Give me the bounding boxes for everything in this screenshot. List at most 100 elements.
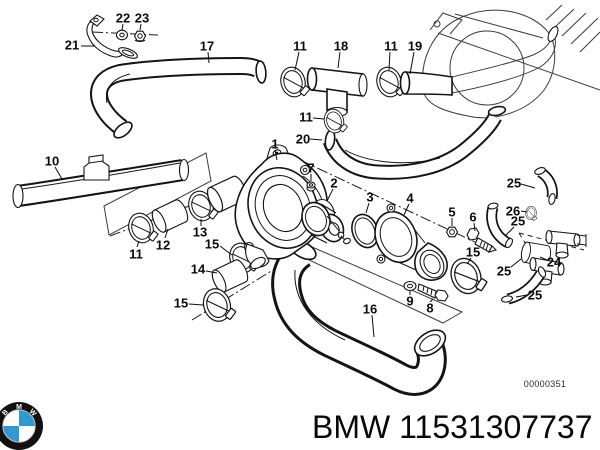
callout-leader-15	[466, 257, 472, 265]
part-callout-22: 22	[116, 11, 130, 26]
part-callout-11: 11	[293, 39, 307, 54]
callout-leader-6	[473, 222, 476, 232]
part-callout-13: 13	[193, 225, 207, 240]
callout-leader-19	[409, 51, 415, 75]
part-callout-11: 11	[384, 39, 398, 54]
nut-23	[133, 30, 147, 42]
hose-17	[89, 56, 267, 139]
part-callout-25: 25	[497, 264, 511, 279]
callout-leader-11	[312, 117, 325, 120]
part-callout-16: 16	[363, 302, 377, 317]
logo-quadrant-tr	[19, 410, 35, 426]
callout-leader-16	[371, 314, 375, 338]
part-callout-14: 14	[191, 262, 206, 277]
callout-leader-8	[429, 298, 434, 303]
housing-cover-4	[374, 203, 448, 281]
bolt-8	[417, 283, 449, 302]
logo-letter-m: M	[16, 404, 22, 411]
callout-leader-11	[294, 51, 300, 71]
hose-sleeve-12	[148, 197, 192, 235]
part-callout-7: 7	[307, 161, 314, 176]
part-callout-4: 4	[406, 191, 414, 206]
nut-7	[306, 181, 316, 192]
hose-16	[271, 239, 447, 396]
callout-leader-25	[520, 183, 536, 189]
hose-25-bottom	[501, 266, 547, 305]
part-callout-11: 11	[129, 247, 143, 262]
hose-20	[322, 105, 507, 180]
part-callout-15: 15	[174, 296, 188, 311]
callout-leader-3	[365, 202, 370, 214]
hose-clamp-11	[276, 63, 312, 102]
callout-leader-18	[337, 51, 341, 69]
part-callout-18: 18	[334, 39, 348, 54]
part-callout-19: 19	[408, 39, 422, 54]
part-number-title: BMW 11531307737	[312, 409, 592, 445]
callout-leader-25	[515, 294, 528, 298]
hose-25-top	[534, 167, 558, 205]
t-connector-24-upper	[545, 229, 587, 259]
callout-leader-2	[326, 188, 334, 202]
hose-25-mid	[486, 202, 514, 249]
callout-leader-15	[219, 245, 233, 256]
callout-leader-22	[121, 23, 124, 31]
pipe-19	[399, 71, 453, 96]
part-callout-24: 24	[547, 255, 562, 270]
nut-5	[445, 226, 459, 238]
callout-leader-4	[403, 203, 410, 216]
sensor-6	[466, 227, 498, 253]
logo-letter-b: B	[1, 409, 10, 418]
expansion-tank-sketch	[422, 4, 600, 119]
callout-leader-15	[188, 303, 204, 306]
callout-leader-25	[510, 258, 522, 268]
part-callout-15: 15	[205, 237, 219, 252]
part-callout-1: 1	[271, 137, 278, 152]
callout-leader-24	[539, 256, 548, 261]
washer-9	[403, 280, 417, 292]
part-callout-3: 3	[366, 190, 373, 205]
part-callout-17: 17	[200, 39, 214, 54]
part-callout-25: 25	[507, 176, 521, 191]
callout-leader-17	[207, 51, 210, 64]
hose-clamp-15	[198, 283, 239, 327]
logo-quadrant-br	[19, 426, 35, 442]
hose-clamp-15	[445, 252, 491, 301]
part-callout-6: 6	[469, 210, 476, 225]
water-pipe-10	[12, 154, 190, 209]
part-callout-20: 20	[296, 132, 310, 147]
part-callout-23: 23	[135, 11, 149, 26]
callout-leader-11	[136, 240, 140, 248]
thermostat-2	[301, 201, 351, 245]
part-callout-10: 10	[45, 154, 59, 169]
part-callout-15: 15	[466, 245, 480, 260]
diagram-code: 00000351	[524, 379, 566, 389]
part-callout-2: 2	[330, 176, 337, 191]
part-callout-8: 8	[426, 301, 433, 316]
part-callout-12: 12	[156, 238, 170, 253]
callout-leader-14	[205, 270, 218, 274]
logo-letter-w: W	[28, 408, 38, 418]
part-callout-9: 9	[406, 294, 413, 309]
washer-22	[115, 29, 129, 41]
callout-leader-10	[54, 166, 63, 180]
t-piece-18	[306, 67, 368, 118]
part-callout-11: 11	[299, 110, 313, 125]
hose-clip-26	[524, 205, 539, 222]
callout-leader-12	[164, 228, 169, 239]
callout-leader-11	[388, 51, 391, 71]
bracket-21	[86, 14, 138, 59]
part-callout-26: 26	[506, 204, 520, 219]
callout-leader-23	[139, 23, 142, 31]
callout-leader-25	[504, 226, 515, 237]
part-callout-25: 25	[511, 214, 525, 229]
logo-quadrant-bl	[3, 426, 19, 442]
logo-quadrant-tl	[3, 410, 19, 426]
callout-leader-20	[309, 138, 323, 141]
bmw-logo: B M W	[0, 402, 43, 450]
logo-inner-ring	[2, 409, 36, 443]
part-callout-25: 25	[528, 288, 542, 303]
part-callout-21: 21	[65, 38, 79, 53]
